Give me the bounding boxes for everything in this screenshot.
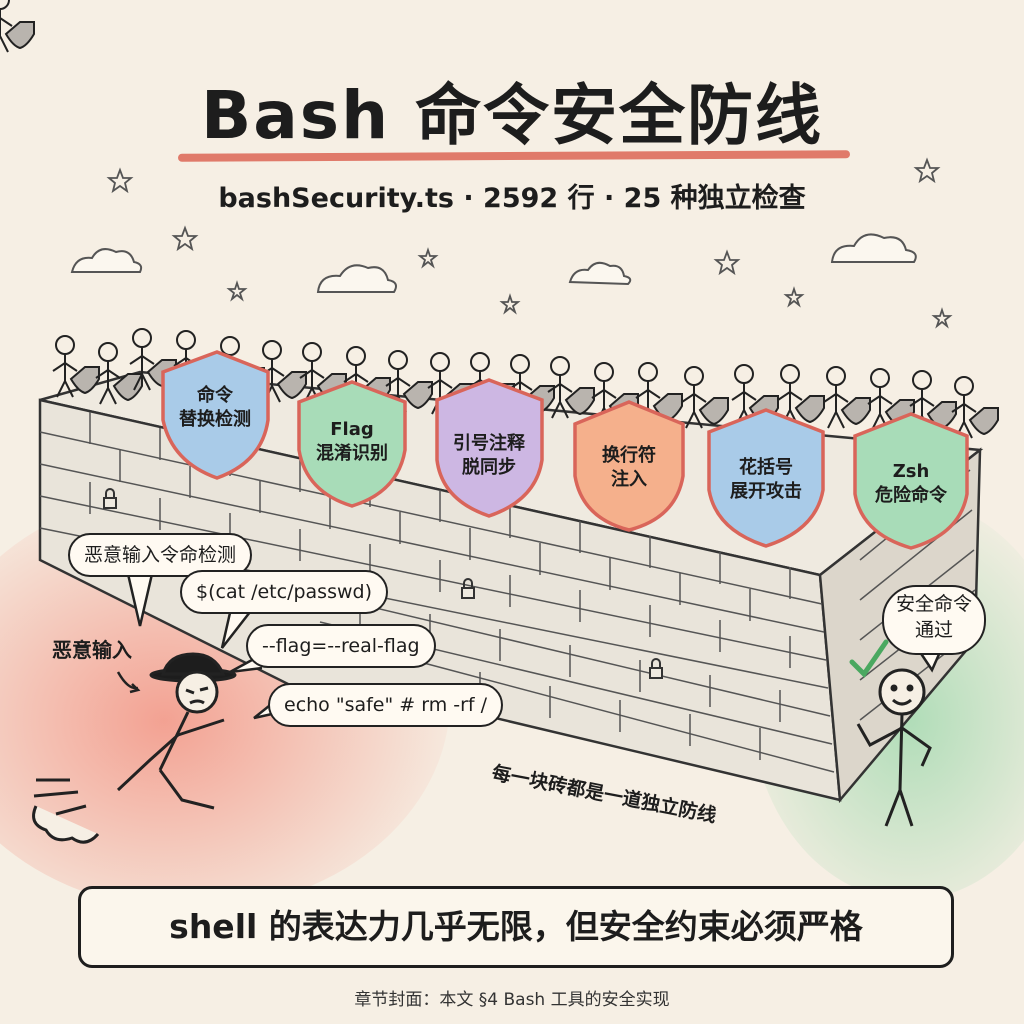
shield-line2: 脱同步 [462, 457, 516, 478]
shield-label-5: Zsh 危险命令 [861, 460, 961, 508]
speech-bubble-flag: --flag=--real-flag [246, 624, 436, 668]
malicious-input-label: 恶意输入 [52, 638, 132, 662]
shield-label-2: 引号注释 脱同步 [439, 432, 539, 480]
cloud-icon [830, 233, 917, 263]
star-icons [106, 157, 953, 329]
shield-icon [297, 380, 407, 508]
safe-line1: 安全命令 [895, 593, 972, 615]
shield-line2: 注入 [611, 469, 647, 490]
page-subtitle: bashSecurity.ts · 2592 行 · 25 种独立检查 [218, 183, 806, 214]
cloud-icon [70, 248, 143, 273]
safe-line2: 通过 [914, 619, 953, 641]
shield-line1: Flag [330, 419, 374, 440]
shield-label-4: 花括号 展开攻击 [716, 456, 816, 504]
shield-line2: 危险命令 [875, 485, 947, 506]
speech-bubble-comment: echo "safe" # rm -rf / [268, 683, 504, 727]
shield-line2: 展开攻击 [730, 481, 802, 502]
shield-icon [435, 378, 544, 518]
speech-bubble-detection: 恶意输入令命检测 [68, 533, 253, 577]
slogan-text: shell 的表达力几乎无限，但安全约束必须严格 [169, 907, 863, 946]
speech-bubble-safe: 安全命令 通过 [882, 585, 986, 655]
checkmark-icon [849, 639, 889, 678]
shield-icon [161, 350, 270, 480]
guard-figures [0, 0, 35, 53]
attacker-figure [32, 652, 237, 844]
shield-line2: 替换检测 [179, 409, 251, 430]
shield-line1: 引号注释 [453, 433, 525, 454]
slogan-box [78, 886, 954, 968]
shield-line1: 花括号 [739, 457, 793, 478]
shield-line1: 命令 [197, 385, 233, 406]
page-title: Bash 命令安全防线 [200, 77, 824, 154]
shield-label-1: Flag 混淆识别 [302, 418, 402, 466]
shield-line2: 混淆识别 [316, 443, 388, 464]
safe-figure [856, 668, 932, 827]
speech-bubble-command-sub: $(cat /etc/passwd) [180, 570, 388, 614]
cloud-icon [316, 264, 397, 293]
shield-label-0: 命令 替换检测 [165, 384, 265, 432]
shield-line1: Zsh [892, 461, 930, 482]
shield-icon [707, 408, 825, 548]
shield-icon [573, 400, 685, 532]
cloud-icon [568, 261, 632, 286]
shield-icon [853, 412, 969, 550]
shield-line1: 换行符 [602, 445, 656, 466]
chapter-caption: 章节封面：本文 §4 Bash 工具的安全实现 [354, 990, 670, 1010]
padlock-icon [103, 488, 663, 679]
shield-row [161, 350, 969, 550]
shield-label-3: 换行符 注入 [579, 444, 679, 492]
